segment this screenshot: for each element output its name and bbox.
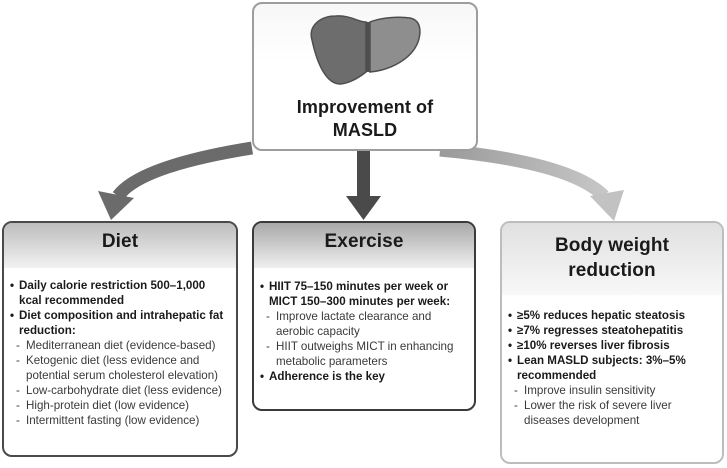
- exercise-header: [254, 223, 474, 268]
- weight-item-lean: Lean MASLD subjects: 3%–5% recommended: [508, 353, 716, 383]
- exercise-title: Exercise: [324, 231, 404, 252]
- weight-sub-insulin: Improve insulin sensitivity: [508, 383, 716, 398]
- arrow-to-diet: [98, 141, 254, 220]
- diet-sub-ketogenic: Ketogenic diet (less evidence and potent…: [10, 353, 230, 383]
- diet-title: Diet: [101, 231, 139, 252]
- weight-box: Body weight reduction ≥5% reduces hepati…: [500, 221, 724, 464]
- diet-sub-low-carb: Low-carbohydrate diet (less evidence): [10, 383, 230, 398]
- diet-item-composition: Diet composition and intrahepatic fat re…: [10, 308, 230, 338]
- diet-box: Diet Daily calorie restriction 500–1,000…: [2, 221, 238, 457]
- weight-sub-risk: Lower the risk of severe liver diseases …: [508, 398, 716, 428]
- arrow-to-weight: [439, 143, 624, 221]
- weight-content: ≥5% reduces hepatic steatosis ≥7% regres…: [508, 308, 716, 428]
- exercise-item-adherence: Adherence is the key: [260, 369, 468, 384]
- weight-title: Body weight reduction: [502, 233, 722, 283]
- diet-item-calorie: Daily calorie restriction 500–1,000 kcal…: [10, 278, 230, 308]
- diet-sub-high-protein: High-protein diet (low evidence): [10, 398, 230, 413]
- diet-content: Daily calorie restriction 500–1,000 kcal…: [10, 278, 230, 428]
- exercise-sub-hiit-outweighs: HIIT outweighs MICT in enhancing metabol…: [260, 339, 468, 369]
- weight-title-line2: reduction: [568, 260, 656, 281]
- exercise-content: HIIT 75–150 minutes per week or MICT 150…: [260, 279, 468, 384]
- diet-sub-mediterranean: Mediterranean diet (evidence-based): [10, 338, 230, 353]
- weight-title-line1: Body weight: [554, 235, 670, 256]
- weight-item-fibrosis: ≥10% reverses liver fibrosis: [508, 338, 716, 353]
- diet-sub-fasting: Intermittent fasting (low evidence): [10, 413, 230, 428]
- top-title: Improvement of MASLD: [254, 96, 476, 142]
- diet-header: [4, 223, 236, 268]
- exercise-box: Exercise HIIT 75–150 minutes per week or…: [252, 221, 476, 411]
- masld-improvement-box: Improvement of MASLD: [252, 2, 478, 151]
- top-title-line1: Improvement of: [296, 97, 434, 117]
- exercise-sub-lactate: Improve lactate clearance and aerobic ca…: [260, 309, 468, 339]
- top-title-line2: MASLD: [332, 120, 398, 140]
- weight-header: [502, 223, 722, 295]
- exercise-item-hiit-mict: HIIT 75–150 minutes per week or MICT 150…: [260, 279, 468, 309]
- arrow-to-exercise: [346, 151, 381, 220]
- weight-item-steatosis: ≥5% reduces hepatic steatosis: [508, 308, 716, 323]
- liver-icon: [310, 15, 421, 85]
- weight-item-steatohepatitis: ≥7% regresses steatohepatitis: [508, 323, 716, 338]
